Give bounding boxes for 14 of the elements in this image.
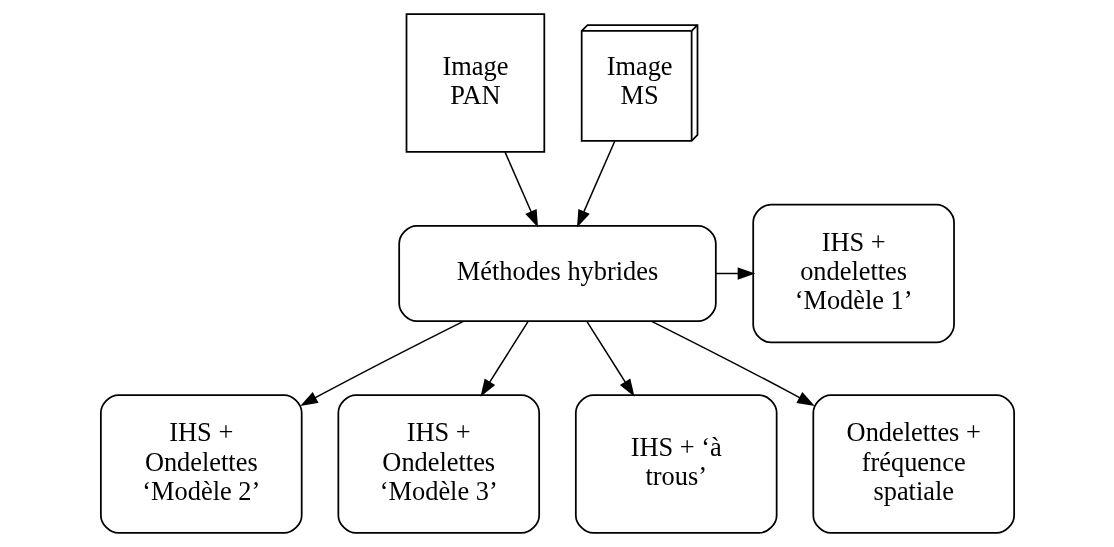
arrow <box>714 267 755 280</box>
node-box: Ondelettes + fréquence spatiale <box>811 394 1015 534</box>
arrow <box>576 140 615 228</box>
arrow <box>503 151 538 228</box>
node-box: IHS + ‘à trous’ <box>574 394 778 534</box>
node-box: Méthodes hybrides <box>397 225 717 322</box>
node-box: Image PAN <box>405 13 545 153</box>
arrow <box>299 320 464 406</box>
arrow <box>650 320 815 406</box>
arrow <box>585 320 634 397</box>
arrow <box>480 320 529 397</box>
node-box: IHS + ondelettes ‘Modèle 1’ <box>751 203 955 344</box>
node-box: IHS + Ondelettes ‘Modèle 2’ <box>99 394 303 534</box>
node-box: IHS + Ondelettes ‘Modèle 3’ <box>336 394 540 534</box>
